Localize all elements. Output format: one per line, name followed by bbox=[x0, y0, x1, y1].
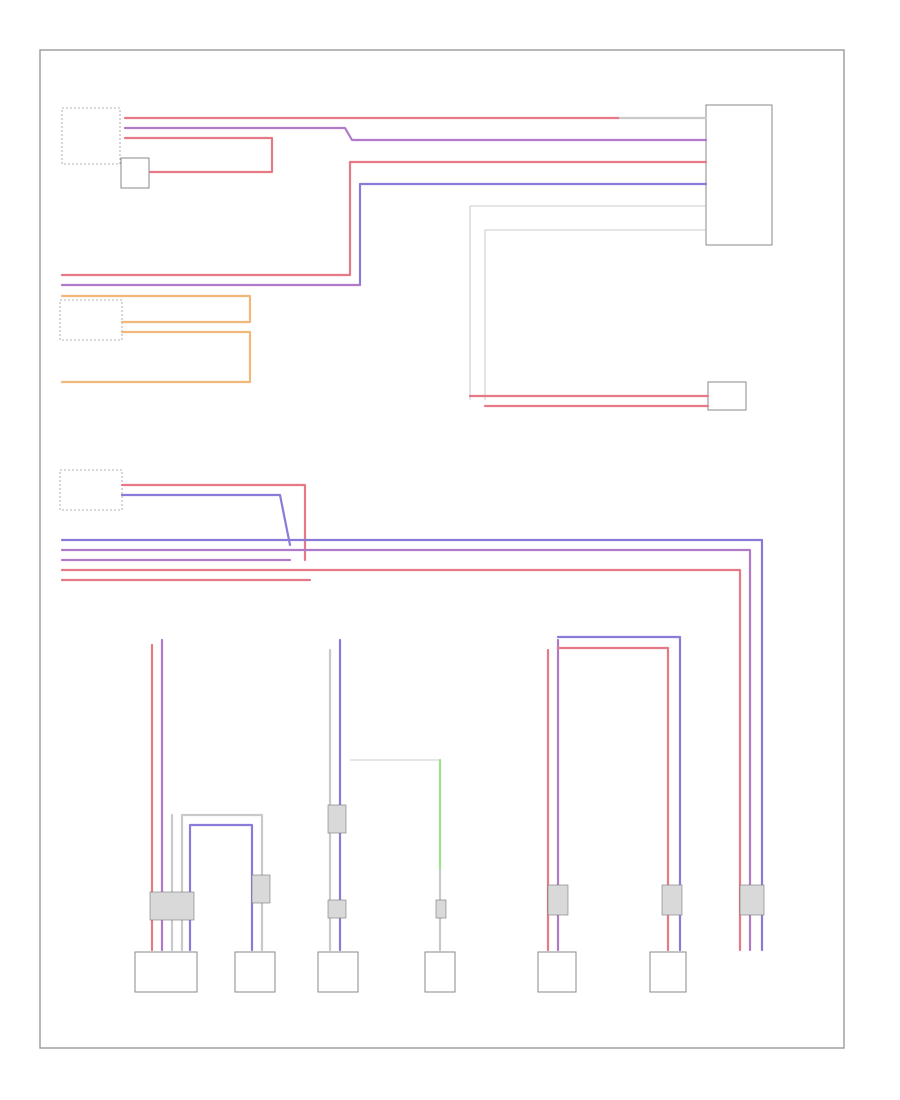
wire-top-blue bbox=[358, 182, 708, 287]
wire-bus-red bbox=[60, 568, 742, 952]
wire-loop-2 bbox=[188, 823, 254, 952]
wire-top-red-3 bbox=[348, 160, 708, 277]
connector-2 bbox=[251, 874, 271, 904]
bottom-component-3 bbox=[317, 951, 359, 993]
wire-loop-1 bbox=[180, 813, 264, 952]
wire-top-thin-2 bbox=[484, 229, 706, 400]
connector-4 bbox=[435, 899, 447, 919]
connector-3 bbox=[327, 804, 347, 834]
wire-drop-6-red bbox=[556, 646, 670, 952]
wire-top-red-2 bbox=[123, 136, 274, 174]
alternator bbox=[707, 381, 747, 411]
connector-5 bbox=[547, 884, 569, 916]
small-relay bbox=[120, 157, 150, 189]
wire-orange-2 bbox=[60, 330, 252, 384]
connector-7 bbox=[739, 884, 765, 916]
wire-orange-1 bbox=[60, 294, 252, 324]
wire-bus-blue-top bbox=[120, 493, 292, 547]
left-sensor-block bbox=[59, 299, 123, 341]
connector-1 bbox=[149, 891, 195, 921]
wire-top-purple bbox=[123, 126, 708, 142]
bottom-component-5 bbox=[537, 951, 577, 993]
top-left-module bbox=[61, 107, 121, 165]
right-control-module bbox=[705, 104, 773, 246]
bottom-component-4 bbox=[424, 951, 456, 993]
wire-bus-purple bbox=[60, 548, 752, 952]
bottom-component-2 bbox=[234, 951, 276, 993]
connector-6 bbox=[661, 884, 683, 916]
mid-connector-block bbox=[59, 469, 123, 511]
wire-bus-blue bbox=[60, 538, 764, 952]
bottom-component-1 bbox=[134, 951, 198, 993]
bottom-component-6 bbox=[649, 951, 687, 993]
wire-top-thin-1 bbox=[469, 205, 706, 400]
wire-bus-red-top bbox=[120, 483, 307, 562]
diagram-frame bbox=[39, 49, 845, 1049]
wire-drop-6-blue bbox=[556, 635, 682, 952]
connector-3b bbox=[327, 899, 347, 919]
